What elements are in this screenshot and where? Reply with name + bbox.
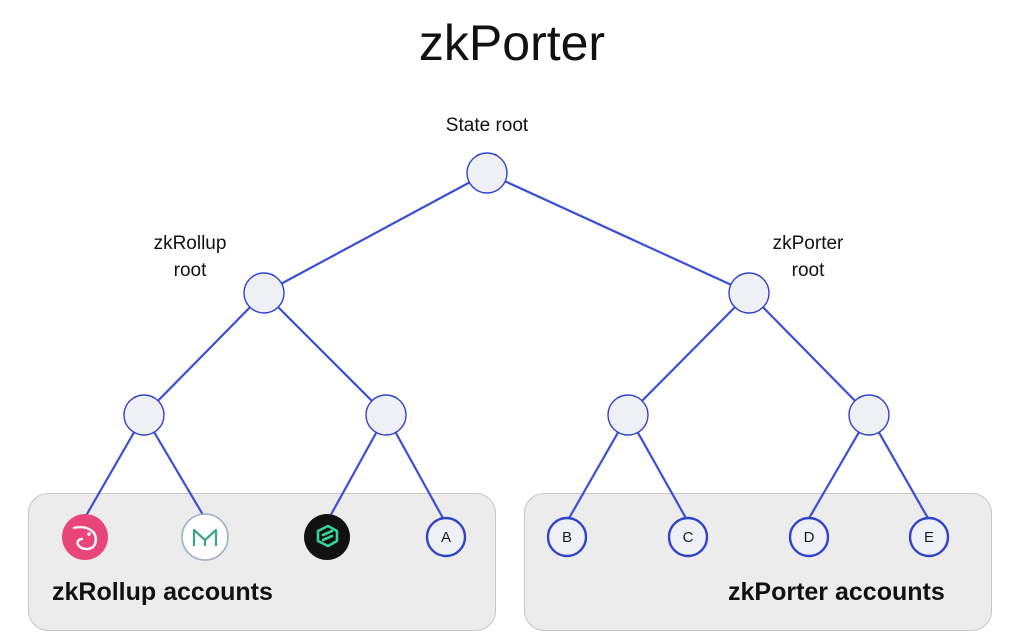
leaf-e: E bbox=[908, 516, 950, 558]
maker-icon bbox=[181, 513, 229, 561]
zkrollup-root-node bbox=[243, 272, 285, 314]
zkrollup-accounts-label: zkRollup accounts bbox=[52, 578, 273, 606]
edge-zkporter-to-left bbox=[626, 291, 751, 417]
tree-edges bbox=[85, 171, 931, 522]
zkporter-root-label-line2: root bbox=[791, 260, 825, 281]
edge-zkrollup-to-right bbox=[262, 291, 388, 417]
state-root-node bbox=[466, 152, 508, 194]
zkporter-root-label: zkPorter root bbox=[748, 230, 868, 284]
zkporter-accounts-label: zkPorter accounts bbox=[728, 578, 945, 606]
leaf-c-label: C bbox=[683, 529, 694, 546]
zkrollup-root-label-line2: root bbox=[173, 260, 207, 281]
page-title: zkPorter bbox=[418, 15, 606, 71]
leaf-e-label: E bbox=[924, 529, 934, 546]
leaf-a-label: A bbox=[441, 529, 451, 546]
leaf-b-label: B bbox=[562, 529, 572, 546]
tree-nodes bbox=[123, 152, 890, 436]
uniswap-icon bbox=[62, 514, 108, 560]
leaf-b: B bbox=[546, 516, 588, 558]
zkrollup-root-label: zkRollup root bbox=[130, 230, 250, 284]
zkporter-root-label-line1: zkPorter bbox=[772, 233, 844, 254]
zkrollup-right-node bbox=[365, 394, 407, 436]
edge-state-to-zkporter bbox=[485, 171, 751, 295]
zkporter-right-node bbox=[848, 394, 890, 436]
zkrollup-left-node bbox=[123, 394, 165, 436]
edge-state-to-zkrollup bbox=[262, 171, 489, 295]
leaf-c: C bbox=[667, 516, 709, 558]
zkporter-root-node bbox=[728, 272, 770, 314]
zkporter-accounts-box bbox=[524, 493, 992, 631]
zkporter-left-node bbox=[607, 394, 649, 436]
leaf-d: D bbox=[788, 516, 830, 558]
leaf-d-label: D bbox=[804, 529, 815, 546]
edge-zkporter-to-right bbox=[747, 291, 871, 417]
zkrollup-accounts-box bbox=[28, 493, 496, 631]
zkrollup-root-label-line1: zkRollup bbox=[153, 233, 227, 254]
edge-zkrollup-to-left bbox=[142, 291, 266, 417]
leaf-a: A bbox=[425, 516, 467, 558]
state-root-label: State root bbox=[445, 115, 529, 136]
compound-icon bbox=[304, 514, 350, 560]
